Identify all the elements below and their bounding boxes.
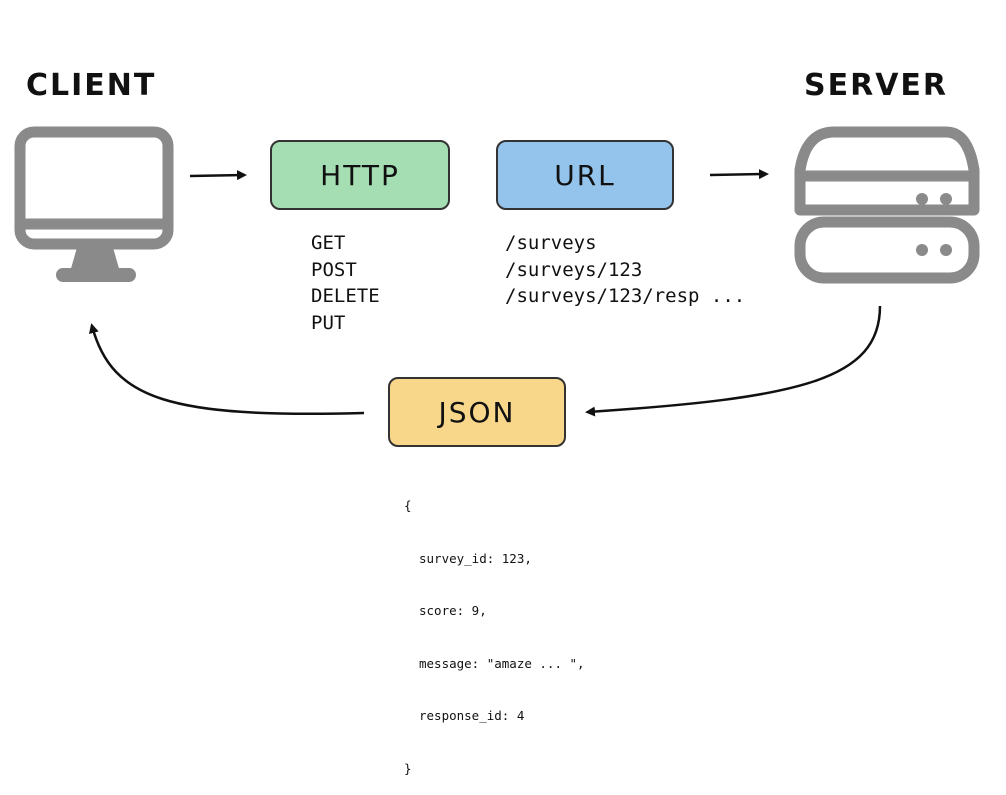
diagram-canvas [14,126,980,417]
http-methods-list: GET POST DELETE PUT [311,230,380,336]
http-method-item: DELETE [311,285,380,307]
monitor-icon [14,126,174,282]
http-method-item: PUT [311,311,346,334]
http-box: HTTP [270,140,450,210]
json-open-brace: { [404,498,412,513]
json-body: { survey_id: 123, score: 9, message: "am… [404,462,585,795]
json-line: score: 9, [419,603,487,618]
json-label: JSON [438,395,516,429]
url-path-item: /surveys [505,232,597,254]
arrow-client-to-http [189,170,247,181]
server-icon [794,126,980,284]
server-title: SERVER [804,68,949,103]
url-path-item: /surveys/123/resp ... [505,285,746,307]
json-close-brace: } [404,760,412,776]
json-box: JSON [388,377,566,447]
http-method-item: GET [311,232,346,254]
url-paths-list: /surveys /surveys/123 /surveys/123/resp … [505,230,745,310]
url-path-item: /surveys/123 [505,258,643,281]
http-label: HTTP [320,158,400,192]
arrow-url-to-server [709,169,769,180]
arrow-server-to-json [585,305,882,417]
url-box: URL [496,140,674,210]
json-line: response_id: 4 [419,708,525,723]
url-label: URL [554,158,616,192]
arrow-json-to-client [89,323,365,416]
json-line: message: "amaze ... ", [419,655,585,671]
client-title: CLIENT [26,68,157,103]
http-method-item: POST [311,258,357,281]
json-line: survey_id: 123, [419,550,532,566]
